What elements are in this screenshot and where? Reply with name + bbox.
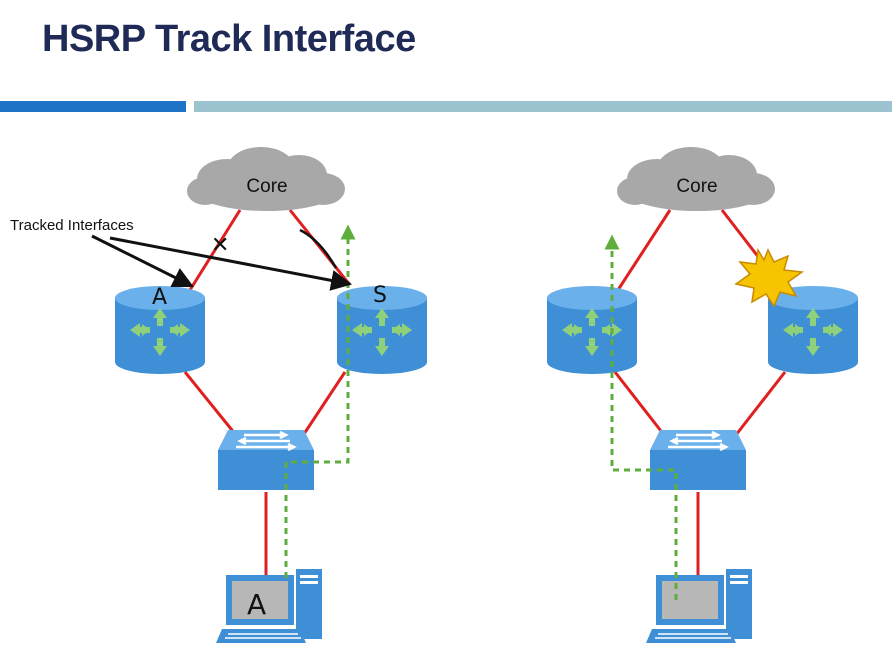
workstation-icon (215, 568, 323, 644)
tracked-interfaces-label: Tracked Interfaces (10, 217, 134, 234)
link-failure-burst-icon (734, 247, 805, 308)
link-router-right-switch (730, 371, 787, 441)
tracked-arrow-a (91, 234, 194, 288)
failure-mark: ✕ (211, 233, 229, 258)
right-topology: Core (547, 147, 858, 644)
handwritten-stroke (299, 228, 338, 269)
link-core-router-a (188, 209, 242, 291)
right-links (613, 209, 787, 578)
core-cloud-label: Core (676, 176, 717, 197)
left-topology: Core Tracked Interfaces ✕ A S A (10, 147, 427, 644)
tracked-arrow-s (109, 236, 353, 291)
link-core-router-left (616, 209, 672, 291)
switch-icon (648, 428, 748, 492)
left-traffic-path (284, 224, 356, 578)
router-a-mark: A (152, 285, 167, 310)
switch-icon (216, 428, 316, 492)
title-rule-accent (0, 101, 186, 112)
router-right-icon (768, 286, 858, 374)
right-traffic-path (604, 234, 678, 600)
title-rule (194, 101, 892, 112)
router-left-icon (547, 286, 637, 374)
left-links (183, 209, 352, 578)
router-s-mark: S (373, 283, 387, 308)
link-router-left-switch (613, 371, 670, 441)
page-title: HSRP Track Interface (42, 18, 416, 60)
core-cloud-label: Core (246, 176, 287, 197)
workstation-icon (645, 568, 753, 644)
pc-screen-mark: A (247, 588, 266, 621)
link-router-s-switch (298, 371, 347, 441)
link-router-a-switch (183, 371, 242, 441)
